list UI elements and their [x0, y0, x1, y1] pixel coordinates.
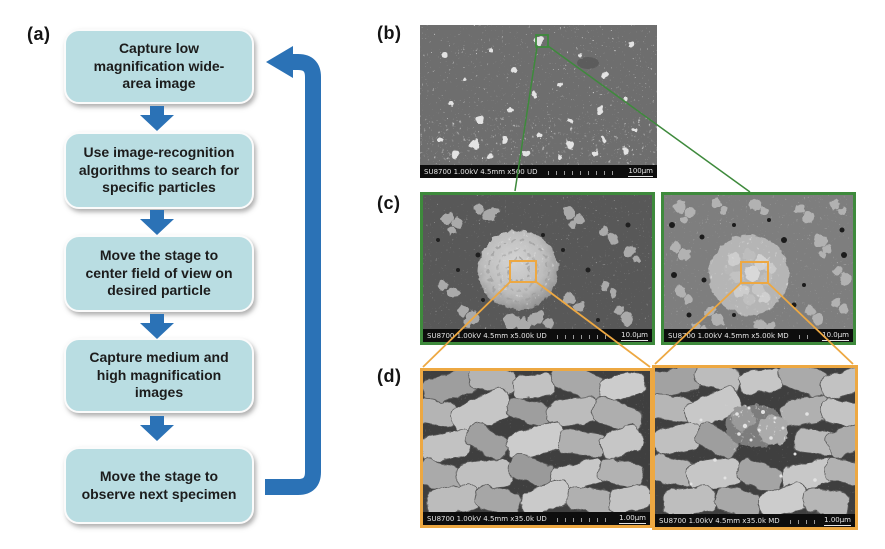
sem-texture-d-right — [655, 368, 855, 514]
flow-step-3: Move the stage to center field of view o… — [64, 235, 254, 312]
flow-arrow-down-3 — [140, 314, 174, 339]
panel-a-label: (a) — [27, 24, 51, 44]
sem-texture-d-left — [423, 371, 650, 512]
flow-arrow-down-2 — [140, 210, 174, 235]
sem-image-d-right: SU8700 1.00kV 4.5mm x35.0k MD 1.00μm — [652, 365, 858, 530]
sem-scale-ticks — [789, 520, 817, 524]
flow-step-2: Use image-recognition algorithms to sear… — [64, 132, 254, 209]
sem-image-c-right: SU8700 1.00kV 4.5mm x5.00k MD 10.0μm — [661, 192, 856, 345]
sem-scale-label: 1.00μm — [619, 513, 646, 524]
sem-caption-text: SU8700 1.00kV 4.5mm x35.0k UD — [427, 514, 547, 523]
flow-arrow-down-4 — [140, 416, 174, 441]
loop-arrowhead-icon — [266, 46, 293, 78]
sem-caption-bar-c-right: SU8700 1.00kV 4.5mm x5.00k MD 10.0μm — [664, 329, 853, 342]
sem-image-d-left: SU8700 1.00kV 4.5mm x35.0k UD 1.00μm — [420, 368, 653, 528]
flow-step-4: Capture medium and high magnification im… — [64, 338, 254, 413]
panel-b-label: (b) — [377, 23, 402, 43]
sem-texture-c-right — [664, 195, 853, 329]
flow-step-5: Move the stage to observe next specimen — [64, 447, 254, 524]
sem-image-b: SU8700 1.00kV 4.5mm x500 UD 100μm — [420, 25, 657, 178]
sem-scale-label: 10.0μm — [822, 330, 849, 341]
sem-caption-text: SU8700 1.00kV 4.5mm x35.0k MD — [659, 516, 780, 525]
sem-caption-text: SU8700 1.00kV 4.5mm x5.00k UD — [427, 331, 547, 340]
sem-scale-ticks — [556, 335, 614, 339]
sem-caption-bar-d-right: SU8700 1.00kV 4.5mm x35.0k MD 1.00μm — [655, 514, 855, 527]
sem-texture-b — [420, 25, 657, 165]
sem-scale-label: 1.00μm — [824, 515, 851, 526]
sem-texture-c-left — [423, 195, 652, 329]
sem-scale-ticks — [556, 518, 612, 522]
sem-scale-ticks — [547, 171, 621, 175]
sem-caption-bar-b: SU8700 1.00kV 4.5mm x500 UD 100μm — [420, 165, 657, 178]
sem-scale-ticks — [798, 335, 815, 339]
sem-caption-text: SU8700 1.00kV 4.5mm x5.00k MD — [668, 331, 789, 340]
loop-arrow — [265, 46, 321, 495]
panel-c-label: (c) — [377, 193, 401, 213]
sem-scale-label: 10.0μm — [621, 330, 648, 341]
sem-scale-label: 100μm — [628, 166, 653, 177]
panel-d-label: (d) — [377, 366, 402, 386]
sem-caption-bar-c-left: SU8700 1.00kV 4.5mm x5.00k UD 10.0μm — [423, 329, 652, 342]
sem-image-c-left: SU8700 1.00kV 4.5mm x5.00k UD 10.0μm — [420, 192, 655, 345]
sem-caption-bar-d-left: SU8700 1.00kV 4.5mm x35.0k UD 1.00μm — [423, 512, 650, 525]
sem-caption-text: SU8700 1.00kV 4.5mm x500 UD — [424, 167, 538, 176]
flow-arrow-down-1 — [140, 106, 174, 131]
flow-step-1: Capture low magnification wide- area ima… — [64, 29, 254, 104]
